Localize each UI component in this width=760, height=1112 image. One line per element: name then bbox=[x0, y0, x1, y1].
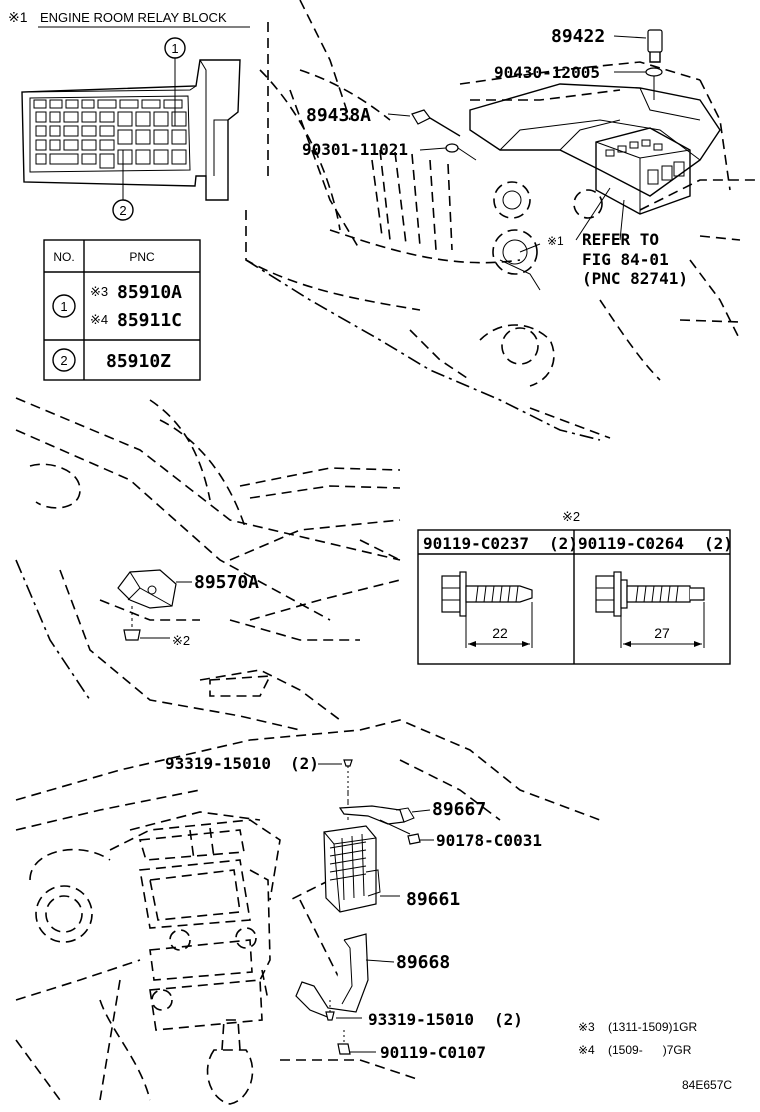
label-89668: 89668 bbox=[396, 952, 450, 973]
note-4-marker: ※4 bbox=[578, 1043, 595, 1057]
label-89438a: 89438A bbox=[306, 105, 371, 126]
pnc-row-2-pnc: 85910Z bbox=[106, 351, 171, 372]
relay-block-title: ENGINE ROOM RELAY BLOCK bbox=[40, 10, 227, 25]
pnc-row-1-pnc-2: 85911C bbox=[117, 310, 182, 331]
label-89667: 89667 bbox=[432, 799, 486, 820]
pnc-row-1-no: 1 bbox=[60, 299, 67, 314]
label-93319-15010-bottom-qty: (2) bbox=[494, 1010, 523, 1029]
note-4-text: (1509- )7GR bbox=[608, 1043, 692, 1057]
relay-block-marker: ※1 bbox=[8, 9, 28, 25]
bumper-sketch bbox=[15, 397, 401, 731]
note-3-marker: ※3 bbox=[578, 1020, 595, 1034]
notes: ※3 (1311-1509)1GR ※4 (1509- )7GR 84E657C bbox=[578, 1020, 732, 1092]
bolt-col-1-qty: (2) bbox=[549, 534, 578, 553]
bolt-col-2-qty: (2) bbox=[704, 534, 733, 553]
refer-line-1: REFER TO bbox=[582, 230, 659, 249]
bottom-part-labels: 93319-15010 (2) 89667 90178-C0031 89661 … bbox=[165, 754, 542, 1062]
pnc-row-1-note-1: ※3 bbox=[90, 284, 108, 299]
dashboard-sketch bbox=[15, 719, 601, 1105]
bolt-table: ※2 90119-C0237 (2) 90119-C0264 (2) bbox=[417, 509, 733, 665]
bolt-col-2-length: 27 bbox=[654, 625, 670, 641]
note-3-text: (1311-1509)1GR bbox=[608, 1020, 697, 1034]
pnc-header-pnc: PNC bbox=[129, 250, 155, 264]
label-89661: 89661 bbox=[406, 889, 460, 910]
pnc-table: NO. PNC 1 ※3 85910A ※4 85911C 2 85910Z bbox=[43, 239, 201, 381]
figure-code: 84E657C bbox=[682, 1078, 732, 1092]
pnc-row-1-pnc-1: 85910A bbox=[117, 282, 182, 303]
label-89422: 89422 bbox=[551, 26, 605, 47]
label-93319-15010-top-qty: (2) bbox=[290, 754, 319, 773]
refer-line-2: FIG 84-01 bbox=[582, 250, 669, 269]
label-90430-12005: 90430-12005 bbox=[494, 63, 600, 82]
relay-block-inset: ※1 ENGINE ROOM RELAY BLOCK bbox=[8, 9, 250, 221]
label-89570a: 89570A bbox=[194, 572, 259, 593]
label-93319-15010-bottom: 93319-15010 bbox=[368, 1010, 474, 1029]
bolt-table-marker: ※2 bbox=[562, 509, 580, 524]
relay-callout-2: 2 bbox=[119, 203, 126, 218]
label-93319-15010-top: 93319-15010 bbox=[165, 754, 271, 773]
label-90178-c0031: 90178-C0031 bbox=[436, 831, 542, 850]
middle-part-labels: 89570A ※2 bbox=[172, 572, 259, 648]
bolt-col-1-length: 22 bbox=[492, 625, 508, 641]
bolt-col-1-part: 90119-C0237 bbox=[423, 534, 529, 553]
refer-line-3: (PNC 82741) bbox=[582, 269, 688, 288]
relay-callout-1: 1 bbox=[171, 41, 178, 56]
label-90301-11021: 90301-11021 bbox=[302, 140, 408, 159]
pnc-row-1-note-2: ※4 bbox=[90, 312, 108, 327]
refer-marker: ※1 bbox=[547, 234, 564, 248]
bolt-2-drawing bbox=[595, 571, 705, 648]
bolt-marker: ※2 bbox=[172, 633, 190, 648]
engine-bay-sketch bbox=[245, 0, 760, 441]
top-part-labels: 89422 90430-12005 89438A 90301-11021 ※1 … bbox=[302, 26, 688, 288]
pnc-row-2-no: 2 bbox=[60, 353, 67, 368]
bolt-1-drawing bbox=[441, 571, 533, 648]
pnc-header-no: NO. bbox=[53, 250, 74, 264]
label-90119-c0107: 90119-C0107 bbox=[380, 1043, 486, 1062]
bolt-col-2-part: 90119-C0264 bbox=[578, 534, 684, 553]
